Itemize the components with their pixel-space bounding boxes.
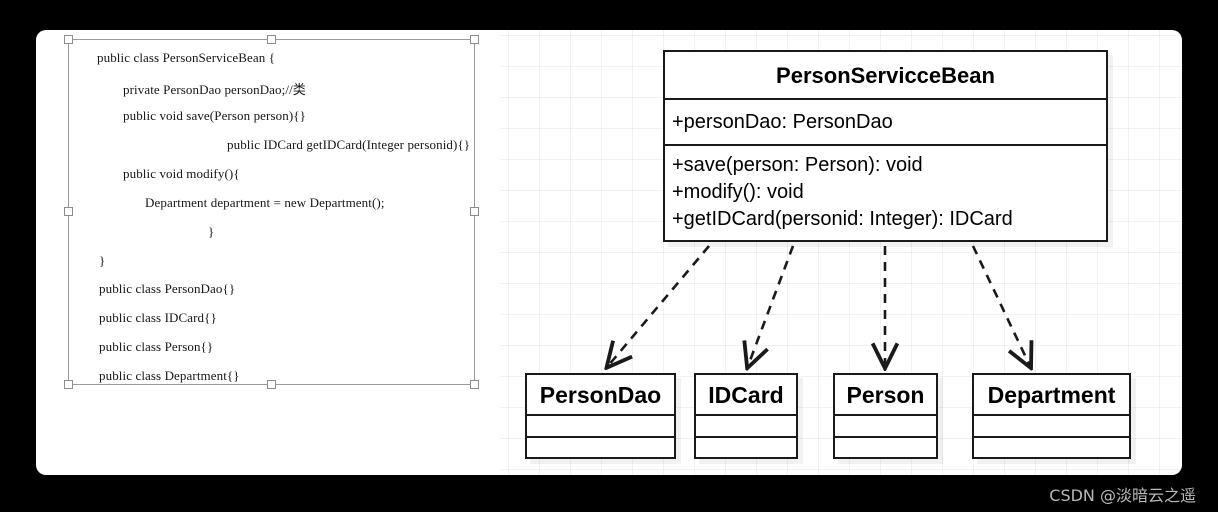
uml-operation: +getIDCard(personid: Integer): IDCard	[672, 208, 1013, 230]
resize-handle-middle-left[interactable]	[64, 207, 73, 216]
code-line: public class Person{}	[99, 339, 214, 354]
uml-operation: +modify(): void	[672, 181, 804, 203]
uml-class-title: Person	[835, 375, 936, 416]
resize-handle-bottom-left[interactable]	[64, 380, 73, 389]
watermark-text: CSDN @淡暗云之遥	[1049, 486, 1196, 505]
code-line: public void modify(){	[123, 166, 240, 181]
code-line: private PersonDao personDao;//类	[123, 82, 306, 97]
uml-class-title: PersonDao	[527, 375, 674, 416]
uml-attributes-compartment	[974, 416, 1129, 438]
uml-operations-compartment	[696, 438, 796, 460]
uml-class-title: Department	[974, 375, 1129, 416]
uml-class-department[interactable]: Department	[972, 373, 1131, 459]
code-line: public class PersonServiceBean {	[97, 50, 276, 65]
uml-attributes-compartment	[696, 416, 796, 438]
code-line: public class IDCard{}	[99, 310, 217, 325]
uml-attributes-compartment: +personDao: PersonDao	[665, 100, 1106, 146]
uml-operations-compartment	[974, 438, 1129, 460]
uml-class-personserviccebean[interactable]: PersonServicceBean +personDao: PersonDao…	[663, 50, 1108, 242]
uml-operations-compartment	[527, 438, 674, 460]
resize-handle-top-left[interactable]	[64, 35, 73, 44]
uml-class-title: PersonServicceBean	[665, 52, 1106, 100]
code-line: public void save(Person person){}	[123, 108, 306, 123]
resize-handle-bottom-right[interactable]	[470, 380, 479, 389]
uml-class-person[interactable]: Person	[833, 373, 938, 459]
uml-class-title: IDCard	[696, 375, 796, 416]
resize-handle-middle-right[interactable]	[470, 207, 479, 216]
uml-operation: +save(person: Person): void	[672, 154, 923, 176]
uml-operations-compartment	[835, 438, 936, 460]
uml-attributes-compartment	[835, 416, 936, 438]
uml-class-idcard[interactable]: IDCard	[694, 373, 798, 459]
code-line: }	[99, 253, 106, 268]
code-line: }	[208, 224, 215, 239]
code-line: public IDCard getIDCard(Integer personid…	[227, 137, 471, 152]
code-line: public class Department{}	[99, 368, 240, 383]
uml-attributes-compartment	[527, 416, 674, 438]
uml-class-persondao[interactable]: PersonDao	[525, 373, 676, 459]
uml-operations-compartment: +save(person: Person): void +modify(): v…	[665, 146, 1106, 239]
resize-handle-bottom-center[interactable]	[266, 380, 276, 389]
diagram-canvas[interactable]: public class PersonServiceBean { private…	[36, 30, 1182, 475]
resize-handle-top-center[interactable]	[266, 35, 276, 44]
resize-handle-top-right[interactable]	[470, 35, 479, 44]
uml-attribute: +personDao: PersonDao	[672, 110, 893, 133]
code-line: public class PersonDao{}	[99, 281, 236, 296]
code-text-box[interactable]: public class PersonServiceBean { private…	[64, 35, 479, 389]
code-line: Department department = new Department()…	[145, 195, 385, 210]
